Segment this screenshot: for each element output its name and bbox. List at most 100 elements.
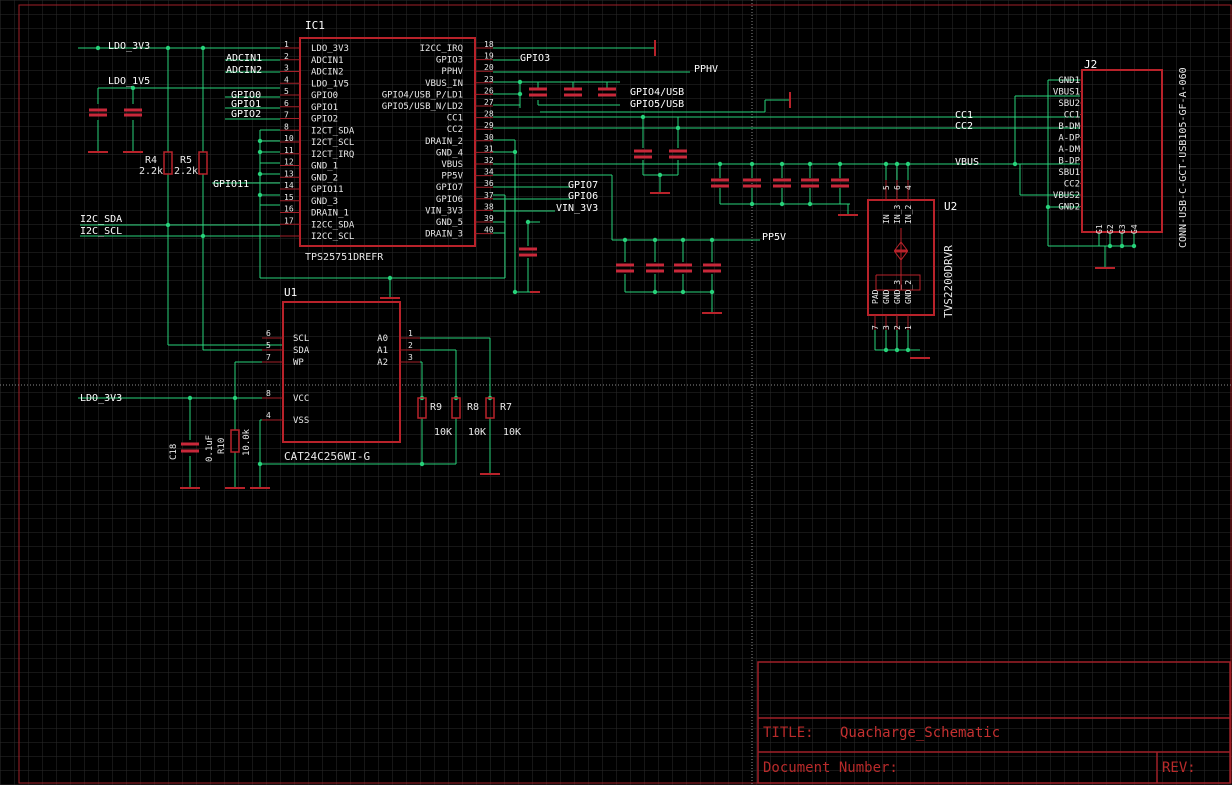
net-gpio3: GPIO3 (520, 53, 550, 64)
u1-pin-number: 1 (408, 329, 413, 338)
ic1-pin-number: 13 (284, 169, 294, 178)
j2-pin: CC2 (1064, 180, 1082, 190)
ic1-pin-number: 2 (284, 52, 289, 61)
ic1-pin: I2CC_SCL (280, 232, 354, 242)
ic1-pin-number: 1 (284, 40, 289, 49)
j2-ground-pin-name: G1 (1095, 224, 1104, 234)
u2-pin-number: 7 (871, 325, 880, 330)
ic1-ref: IC1 (305, 19, 325, 32)
net-gpio1: GPIO1 (231, 99, 261, 110)
net-cc1: CC1 (955, 110, 973, 121)
capacitor (669, 149, 687, 159)
ic1-pin-name: VBUS_IN (425, 79, 463, 89)
u1-pin: 7WP (262, 353, 304, 368)
ic1-pin-number: 36 (484, 179, 494, 188)
j2-ground-pin-name: G3 (1118, 224, 1127, 234)
capacitor (801, 178, 819, 188)
u2-pin-number: 3 (882, 325, 891, 330)
ic1-pin-name: DRAIN_3 (425, 230, 463, 240)
u1-pin-name: WP (293, 358, 304, 368)
ic1-pin-number: 3 (284, 64, 289, 73)
ic1-pin-number: 38 (484, 202, 494, 211)
j2-pin-name: VBUS2 (1053, 191, 1080, 201)
ic1-pin-number: 28 (484, 110, 494, 119)
u2-part: TVS2200DRVR (942, 245, 955, 318)
tvs-diode-icon (875, 228, 921, 291)
j2-pin-name: B-DP (1058, 157, 1080, 167)
ic1-pin-number: 7 (284, 111, 289, 120)
r4-ref: R4 (145, 155, 157, 166)
ic1-pin-name: GPIO0 (311, 91, 338, 101)
ic1-pin-number: 8 (284, 122, 289, 131)
resistor-r8: R8 10K (451, 397, 486, 438)
ic1-pin-name: GPIO4/USB_P/LD1 (382, 90, 463, 100)
capacitor (564, 87, 582, 97)
r5-ref: R5 (180, 155, 192, 166)
net-gpio0: GPIO0 (231, 90, 261, 101)
ic1-pin-name: ADCIN1 (311, 56, 344, 66)
c18-ref: C18 (169, 444, 179, 460)
ic1-pin-name: LDO_3V3 (311, 44, 349, 54)
j2-pin-name: CC2 (1064, 180, 1080, 190)
u1-pin-number: 4 (266, 411, 271, 420)
ic1-pin-name: PP5V (441, 172, 463, 182)
u2-pin: 5IN (882, 180, 891, 224)
capacitor (831, 178, 849, 188)
ic1-pin-name: ADCIN2 (311, 68, 344, 78)
ic1-pin-number: 31 (484, 144, 494, 153)
net-pphv: PPHV (694, 64, 718, 75)
ic1-pin-name: I2CC_IRQ (420, 44, 463, 54)
ic1-pin-name: VBUS (441, 160, 463, 170)
net-vbus: VBUS (955, 157, 979, 168)
u1-pin: 3A2 (377, 353, 420, 368)
ic1-pin-name: DRAIN_2 (425, 137, 463, 147)
ic1-pin: 3 ADCIN2 (280, 64, 344, 78)
j2-ground-pin: G3 (1118, 224, 1127, 234)
u1-ref: U1 (284, 286, 297, 299)
j2-ground-pin: G4 (1130, 224, 1139, 234)
j2-pin-name: SBU1 (1058, 168, 1080, 178)
r8-value: 10K (468, 427, 486, 438)
ic1-pin-number: 11 (284, 146, 294, 155)
u2-pin-number: 1 (904, 325, 913, 330)
j2-body (1081, 69, 1163, 233)
j2-symbol: J2 CONN-USB-C-GCT-USB105-GF-A-060 GND1VB… (1053, 58, 1189, 248)
u2-pin-name: GND (882, 289, 891, 304)
u2-ref: U2 (944, 200, 957, 213)
u2-pin: 3 GND (882, 289, 891, 330)
j2-ground-pin: G2 (1106, 224, 1115, 234)
ic1-pin-number: 19 (484, 52, 494, 61)
title-block: TITLE: Quacharge_Schematic Document Numb… (757, 661, 1231, 784)
ic1-pin: 2 ADCIN1 (280, 52, 344, 66)
ic1-pin-name: I2CC_SCL (311, 232, 354, 242)
ic1-part: TPS25751DREFR (305, 252, 384, 263)
resistor-r4: R4 2.2k (139, 151, 173, 177)
title-label: TITLE: (763, 725, 814, 741)
net-ldo1v5: LDO_1V5 (108, 76, 150, 87)
net-pp5v: PP5V (762, 232, 786, 243)
j2-pin-name: A-DM (1058, 145, 1080, 155)
capacitor (519, 247, 537, 257)
ic1-pin-name: I2CT_IRQ (311, 150, 354, 160)
u2-pin-name: GND_3 (893, 280, 902, 304)
u2-pin: 6IN_3 (893, 180, 902, 224)
ic1-pin-number: 30 (484, 133, 494, 142)
